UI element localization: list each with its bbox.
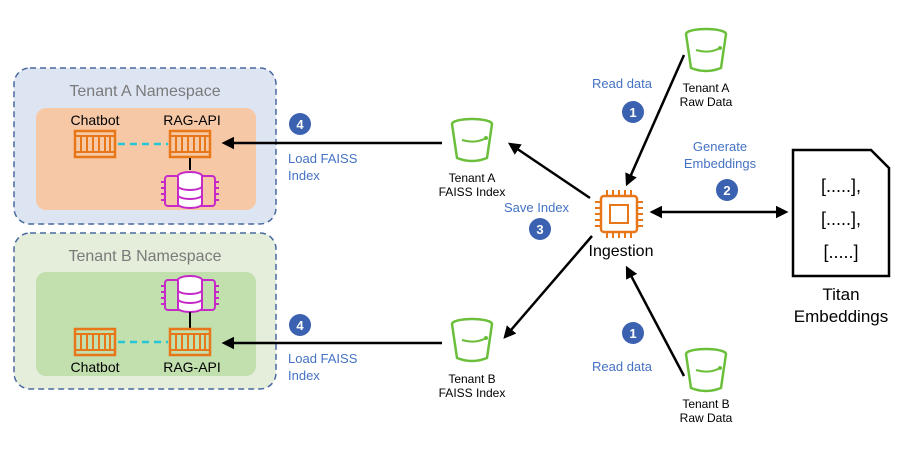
tenant-b-raw-label-line1: Tenant B <box>682 397 729 411</box>
read-a-arrow <box>625 54 686 187</box>
read-b-label: Read data <box>592 359 653 374</box>
load-a-label-line2: Index <box>288 168 320 183</box>
tenant-b-rag-api-label: RAG-API <box>163 359 221 375</box>
tenant-b-pod-area <box>36 272 256 376</box>
generate-label-line2: Embeddings <box>684 156 757 171</box>
titan-label-line2: Embeddings <box>794 307 889 326</box>
step-2-badge: 2 <box>716 179 738 201</box>
save-a-arrow <box>507 142 591 200</box>
tenant-a-faiss-label-line1: Tenant A <box>449 171 496 185</box>
svg-text:1: 1 <box>629 326 636 341</box>
tenant-a-namespace: Tenant A Namespace Chatbot RAG-API <box>13 67 277 225</box>
load-b-label-line2: Index <box>288 368 320 383</box>
tenant-a-raw-label-line2: Raw Data <box>680 95 733 109</box>
svg-text:4: 4 <box>296 117 304 132</box>
tenant-b-faiss-bucket-icon <box>450 317 494 363</box>
load-a-label-line1: Load FAISS <box>288 151 358 166</box>
tenant-a-faiss-label-line2: FAISS Index <box>439 185 506 199</box>
tenant-b-faiss-label-line2: FAISS Index <box>439 386 506 400</box>
ingestion-chip-icon <box>595 190 643 238</box>
tenant-a-namespace-title: Tenant A Namespace <box>69 83 220 100</box>
titan-embeddings-document-icon <box>791 148 891 278</box>
titan-row-2: [.....], <box>821 209 861 229</box>
generate-label-line1: Generate <box>693 139 747 154</box>
tenant-a-faiss-bucket-icon <box>450 117 494 163</box>
tenant-a-chatbot-label: Chatbot <box>70 112 119 128</box>
save-index-label: Save Index <box>504 200 570 215</box>
read-a-label: Read data <box>592 76 653 91</box>
tenant-b-faiss-label-line1: Tenant B <box>448 372 495 386</box>
tenant-b-raw-bucket-icon <box>684 347 728 393</box>
step-3-badge: 3 <box>529 218 551 240</box>
step-4a-badge: 4 <box>289 113 311 135</box>
tenant-b-raw-label-line2: Raw Data <box>680 411 733 425</box>
step-1a-badge: 1 <box>622 101 644 123</box>
titan-row-1: [.....], <box>821 176 861 196</box>
svg-text:2: 2 <box>723 183 730 198</box>
ingestion-label: Ingestion <box>589 243 654 260</box>
titan-row-3: [.....] <box>823 242 858 262</box>
step-4b-badge: 4 <box>289 314 311 336</box>
tenant-b-chatbot-label: Chatbot <box>70 359 119 375</box>
titan-label-line1: Titan <box>822 285 859 304</box>
tenant-a-pod-area <box>36 108 256 210</box>
svg-text:3: 3 <box>536 222 543 237</box>
step-1b-badge: 1 <box>622 322 644 344</box>
tenant-a-rag-api-label: RAG-API <box>163 112 221 128</box>
tenant-b-namespace-title: Tenant B Namespace <box>69 248 222 265</box>
tenant-b-namespace: Tenant B Namespace Chatbot RAG-API <box>13 232 277 390</box>
save-b-arrow <box>503 235 593 339</box>
tenant-a-raw-label-line1: Tenant A <box>683 81 730 95</box>
load-b-label-line1: Load FAISS <box>288 351 358 366</box>
read-b-arrow <box>625 265 686 377</box>
tenant-a-raw-bucket-icon <box>684 27 728 73</box>
svg-text:4: 4 <box>296 318 304 333</box>
svg-text:1: 1 <box>629 105 636 120</box>
